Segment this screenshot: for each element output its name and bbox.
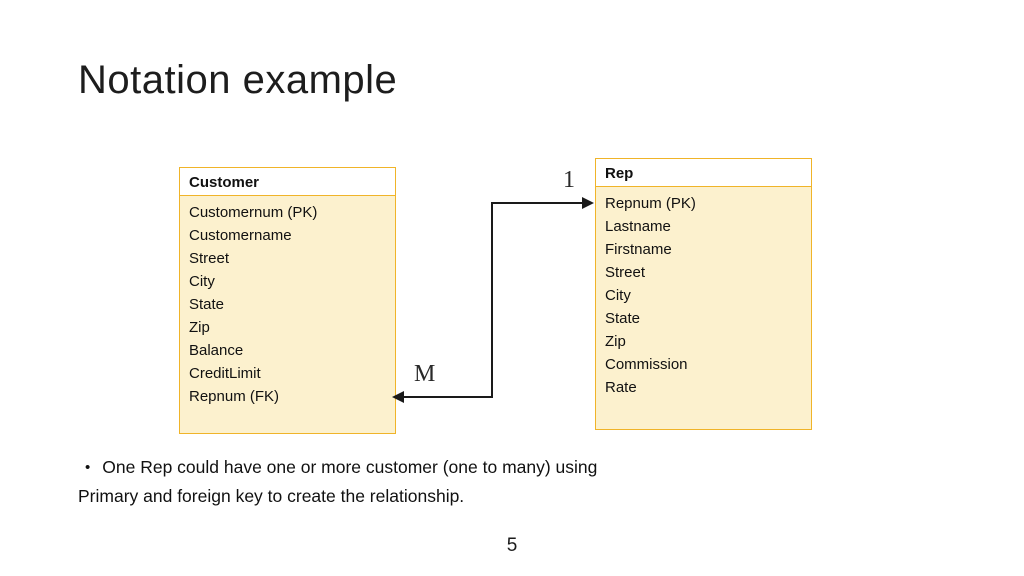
bullet-line-1: • One Rep could have one or more customer… (78, 453, 698, 482)
entity-rep-fields: Repnum (PK) Lastname Firstname Street Ci… (596, 187, 811, 429)
entity-customer: Customer Customernum (PK) Customername S… (179, 167, 396, 434)
bullet-line-2: Primary and foreign key to create the re… (78, 486, 465, 506)
entity-rep: Rep Repnum (PK) Lastname Firstname Stree… (595, 158, 812, 430)
entity-field: Commission (605, 356, 688, 373)
bullet-list: • One Rep could have one or more customer… (78, 453, 698, 510)
entity-rep-header: Rep (596, 159, 811, 187)
cardinality-one-label: 1 (563, 167, 575, 193)
entity-field: Rate (605, 379, 637, 396)
entity-field: Street (605, 264, 646, 281)
entity-field: CreditLimit (189, 365, 261, 382)
entity-field: Customernum (PK) (189, 204, 318, 221)
entity-field: State (189, 296, 225, 313)
entity-field: Zip (189, 319, 210, 336)
entity-field: Repnum (FK) (189, 388, 280, 405)
entity-field: Street (189, 250, 230, 267)
bullet-marker: • (85, 459, 91, 476)
bullet-line-1-text: One Rep could have one or more customer … (102, 457, 598, 477)
entity-field: Lastname (605, 218, 671, 235)
page-number: 5 (506, 535, 518, 556)
slide-title: Notation example (78, 58, 398, 102)
entity-field: Repnum (PK) (605, 195, 696, 212)
entity-field: City (189, 273, 215, 290)
entity-field: City (605, 287, 631, 304)
arrowhead-right-icon (582, 197, 594, 209)
entity-field: State (605, 310, 641, 327)
entity-field: Balance (189, 342, 244, 359)
entity-field: Zip (605, 333, 626, 350)
entity-field: Customername (189, 227, 292, 244)
entity-customer-header: Customer (180, 168, 395, 196)
entity-field: Firstname (605, 241, 672, 258)
entity-customer-fields: Customernum (PK) Customername Street Cit… (180, 196, 395, 433)
cardinality-many-label: M (414, 361, 436, 387)
